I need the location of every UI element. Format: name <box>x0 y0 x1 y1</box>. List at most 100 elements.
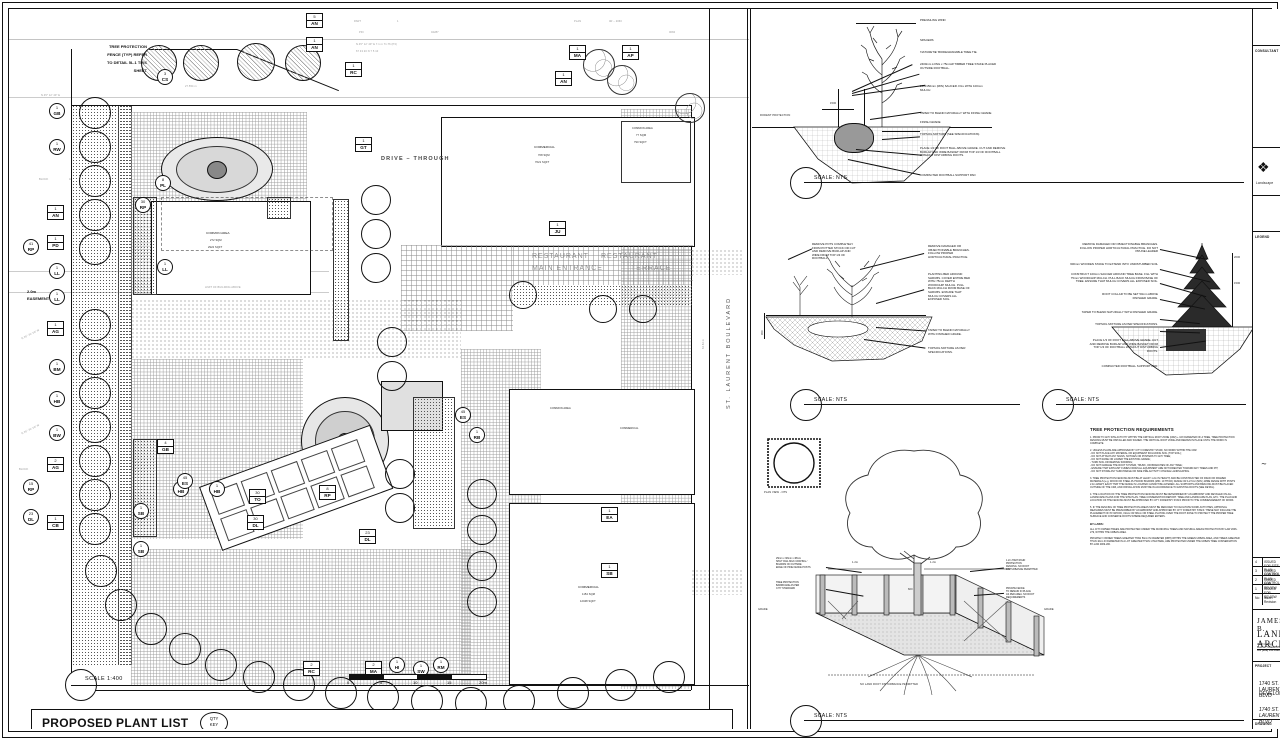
shrub-bed-w <box>133 439 157 537</box>
plaza-center-feature <box>207 161 227 179</box>
plan-tree <box>79 445 111 477</box>
building-nw-label: COMMON AREA <box>206 231 230 235</box>
bylaw-private: PRIVATELY OWNED TREES GREATER THAN 50cm … <box>1090 537 1240 547</box>
rodent-protection-note: RODENT PROTECTION <box>760 114 791 117</box>
building-north-area-m: 708 SQM <box>538 154 550 157</box>
detail-callout-shrub[interactable] <box>790 389 822 421</box>
note-remove-damaged: REMOVE DAMAGED OR OBJECTIONABLE BRANCHES… <box>928 244 970 259</box>
note-remove-pots: REMOVE POTS COMPLETELY FROM POTTED STOCK… <box>812 242 856 261</box>
detail-callout-tree-planting[interactable] <box>790 167 822 199</box>
detail-callout-protection[interactable] <box>790 705 822 737</box>
plan-tree <box>467 479 497 509</box>
entry-drive-south <box>691 569 743 595</box>
proposed-plant-list[interactable]: PROPOSED PLANT LIST QTY KEY KEY QTY BOTA… <box>31 709 733 729</box>
plan-tree <box>557 677 589 709</box>
qty-key-line2: KEY <box>209 722 219 727</box>
survey-dims-2: 67 43 20 N 7 5 10 <box>356 50 379 53</box>
details-column: 1500 RODENT PROTECTION PREVAILING WIND S… <box>752 9 1255 737</box>
shrub-finish-grade <box>766 315 926 316</box>
note-support-pad: COMPACTED ROOTBALL SUPPORT PAD <box>920 173 976 177</box>
survey-dim-a: 27.554 m <box>185 85 197 88</box>
plant-list-title: PROPOSED PLANT LIST <box>42 716 189 729</box>
shrub-dim-line <box>764 313 765 339</box>
plan-tree <box>325 677 357 709</box>
scale-tick-20: 20m <box>479 680 487 685</box>
plan-tree <box>467 515 497 545</box>
note-prevailing-wind: PREVAILING WIND <box>920 18 946 22</box>
consultant-label: CONSULTANT <box>1255 49 1279 53</box>
requirement-4: 4. THE LOCATION OF THE TREE PROTECTION F… <box>1090 492 1238 503</box>
building-south-label: COMMERCIAL <box>578 585 599 589</box>
tree-stake-left <box>838 89 840 135</box>
qty-key-line1: QTY <box>209 716 219 721</box>
note-topsoil-mixture: TOPSOIL MIXTURE (SEE SPECIFICATIONS) <box>920 132 980 136</box>
plan-tree <box>377 361 407 391</box>
note-conifer-topsoil: TOPSOIL MIXTURE AS PER SPECIFICATIONS. <box>1095 322 1158 326</box>
site-plan[interactable]: PART 1 PLAN 4R – 2060 PIN 04287 0084 N 4… <box>9 9 749 729</box>
project-line3: 1740 ST. LAURENT BLVD <box>1259 707 1280 725</box>
note-private-fence: PRIVATE FENCE TO REMAIN IN PLACE AS PER … <box>1006 587 1035 599</box>
building-north-label: COMMERCIAL <box>534 145 555 149</box>
plan-tree <box>653 661 685 693</box>
pin-suffix: 0084 <box>669 31 676 34</box>
plan-tree <box>629 295 657 323</box>
revision-no: 4 <box>1255 559 1257 564</box>
firm-logo-icon: ❖ <box>1257 159 1270 175</box>
revision-header-row: No Issue / Revision <box>1253 593 1280 604</box>
detail-tree-protection: PLAN VIEW - NTS <box>752 429 1082 709</box>
pin-number: 04287 <box>431 31 439 34</box>
detail-2-scale-rule <box>804 404 1020 405</box>
detail-callout-conifer[interactable] <box>1042 389 1074 421</box>
annex-area-sf: 790 SQFT <box>634 141 647 144</box>
protection-dim-height: 600 <box>908 588 913 591</box>
tb-divider-project <box>1253 661 1280 662</box>
plan-view-label: PLAN VIEW - NTS <box>764 491 788 494</box>
qty-key-bubble: QTY KEY <box>200 712 228 729</box>
plan-tree <box>79 131 111 163</box>
